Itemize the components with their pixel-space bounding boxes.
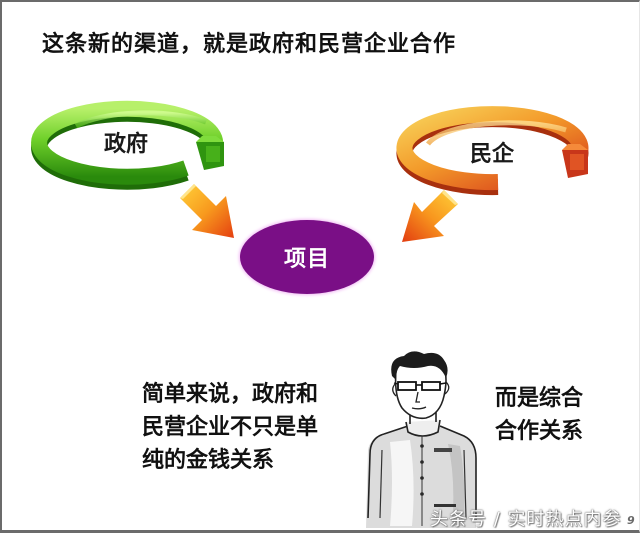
slide-title: 这条新的渠道，就是政府和民营企业合作 — [42, 31, 457, 57]
government-ring: 政府 — [31, 96, 226, 190]
circular-arrow-icon — [396, 106, 589, 196]
project-node: 项目 — [240, 220, 374, 294]
circular-arrow-icon — [31, 100, 224, 190]
watermark: 头条号 / 实时热点内参 — [430, 509, 622, 530]
project-label: 项目 — [283, 246, 330, 272]
government-label: 政府 — [104, 131, 149, 157]
conclusion-line: 而是综合 — [495, 385, 584, 411]
explanation-line: 纯的金钱关系 — [142, 447, 275, 473]
arrow-down-right-icon — [176, 180, 238, 242]
arrow-down-left-icon — [400, 188, 462, 246]
page-number: 9 — [627, 514, 635, 527]
conclusion-text: 而是综合 合作关系 — [495, 382, 583, 448]
explanation-line: 民营企业不只是单 — [142, 414, 319, 440]
explanation-text: 简单来说，政府和 民营企业不只是单 纯的金钱关系 — [142, 378, 318, 477]
explanation-line: 简单来说，政府和 — [142, 381, 319, 407]
man-with-glasses-illustration — [360, 350, 482, 530]
private-enterprise-label: 民企 — [470, 141, 515, 167]
private-enterprise-ring: 民企 — [396, 106, 590, 196]
conclusion-line: 合作关系 — [495, 418, 584, 444]
